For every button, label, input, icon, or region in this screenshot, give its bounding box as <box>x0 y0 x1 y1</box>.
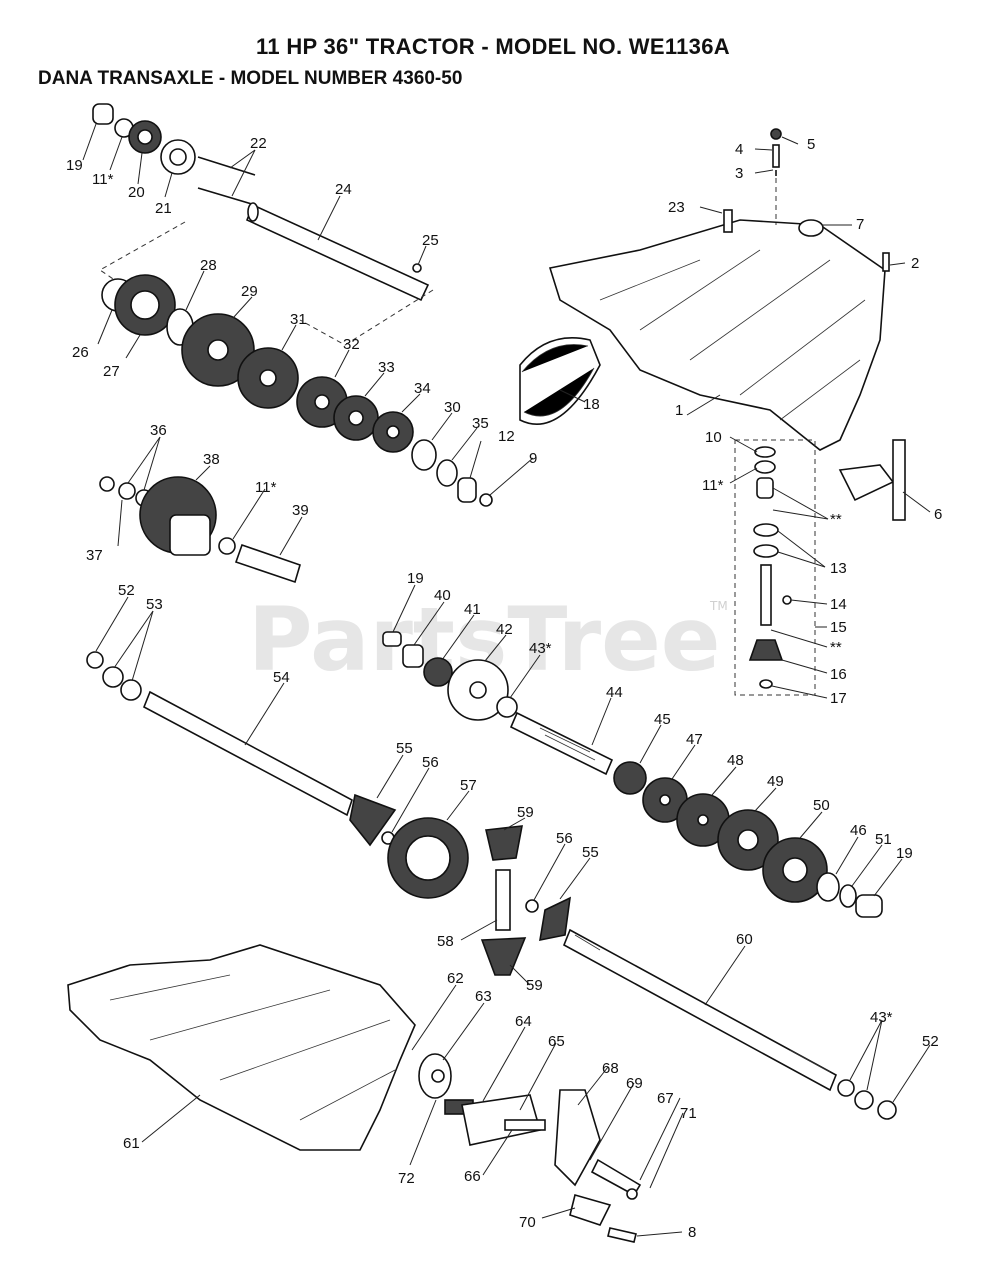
callout: 25 <box>422 232 439 249</box>
callout: 42 <box>496 621 513 638</box>
callout: 12 <box>498 428 515 445</box>
callout: 22 <box>250 135 267 152</box>
callout: 48 <box>727 752 744 769</box>
callout: 39 <box>292 502 309 519</box>
callout: 59 <box>517 804 534 821</box>
callout: 41 <box>464 601 481 618</box>
callout: 46 <box>850 822 867 839</box>
callout: 17 <box>830 690 847 707</box>
callout: 54 <box>273 669 290 686</box>
callout: 56 <box>556 830 573 847</box>
callout: 19 <box>896 845 913 862</box>
callout: 35 <box>472 415 489 432</box>
callout: 56 <box>422 754 439 771</box>
callout: 72 <box>398 1170 415 1187</box>
callout: 26 <box>72 344 89 361</box>
callout: 6 <box>934 506 942 523</box>
callout: 60 <box>736 931 753 948</box>
callout: 52 <box>922 1033 939 1050</box>
callout: 29 <box>241 283 258 300</box>
callout: 51 <box>875 831 892 848</box>
callout: 1 <box>675 402 683 419</box>
callout: 19 <box>407 570 424 587</box>
parts-artwork <box>67 103 906 1243</box>
callout: 71 <box>680 1105 697 1122</box>
callout: 28 <box>200 257 217 274</box>
callout: 37 <box>86 547 103 564</box>
callout: 66 <box>464 1168 481 1185</box>
leader-lines <box>82 123 931 1237</box>
callout: 3 <box>735 165 743 182</box>
watermark-tm: TM <box>709 599 728 613</box>
callout: 47 <box>686 731 703 748</box>
callout: 49 <box>767 773 784 790</box>
callout: 38 <box>203 451 220 468</box>
callout: 32 <box>343 336 360 353</box>
callout: ** <box>830 511 842 528</box>
callout: 34 <box>414 380 431 397</box>
callout: 70 <box>519 1214 536 1231</box>
callout: 27 <box>103 363 120 380</box>
callout: 33 <box>378 359 395 376</box>
callout: 58 <box>437 933 454 950</box>
callout: 52 <box>118 582 135 599</box>
callout: 2 <box>911 255 919 272</box>
callout: 18 <box>583 396 600 413</box>
callout: 21 <box>155 200 172 217</box>
callout: ** <box>830 639 842 656</box>
callout: 20 <box>128 184 145 201</box>
callout: 19 <box>66 157 83 174</box>
callout: 65 <box>548 1033 565 1050</box>
callout: 40 <box>434 587 451 604</box>
callout: 43* <box>870 1009 893 1026</box>
callout: 7 <box>856 216 864 233</box>
callout: 59 <box>526 977 543 994</box>
callout: 30 <box>444 399 461 416</box>
callout: 44 <box>606 684 623 701</box>
callout: 9 <box>529 450 537 467</box>
callout: 13 <box>830 560 847 577</box>
callout: 69 <box>626 1075 643 1092</box>
callout: 10 <box>705 429 722 446</box>
callout: 63 <box>475 988 492 1005</box>
callout: 24 <box>335 181 352 198</box>
callout: 11* <box>702 477 724 494</box>
page-subtitle: DANA TRANSAXLE - MODEL NUMBER 4360-50 <box>38 68 463 89</box>
callout: 14 <box>830 596 847 613</box>
callout: 23 <box>668 199 685 216</box>
page-title: 11 HP 36" TRACTOR - MODEL NO. WE1136A <box>256 34 730 59</box>
callout: 31 <box>290 311 307 328</box>
callout: 36 <box>150 422 167 439</box>
callout: 57 <box>460 777 477 794</box>
callout: 15 <box>830 619 847 636</box>
callout: 8 <box>688 1224 696 1241</box>
callout: 45 <box>654 711 671 728</box>
callout: 53 <box>146 596 163 613</box>
callout: 55 <box>396 740 413 757</box>
callout: 11* <box>255 479 277 496</box>
callout: 4 <box>735 141 743 158</box>
callout: 55 <box>582 844 599 861</box>
callout: 11* <box>92 171 114 188</box>
callout: 68 <box>602 1060 619 1077</box>
callout: 61 <box>123 1135 140 1152</box>
callout: 62 <box>447 970 464 987</box>
callout: 67 <box>657 1090 674 1107</box>
callout: 43* <box>529 640 552 657</box>
callout: 5 <box>807 136 815 153</box>
callout: 16 <box>830 666 847 683</box>
callout: 64 <box>515 1013 532 1030</box>
callout: 50 <box>813 797 830 814</box>
callouts: 19 11* 20 21 22 24 25 26 27 28 29 31 32 … <box>66 135 942 1241</box>
